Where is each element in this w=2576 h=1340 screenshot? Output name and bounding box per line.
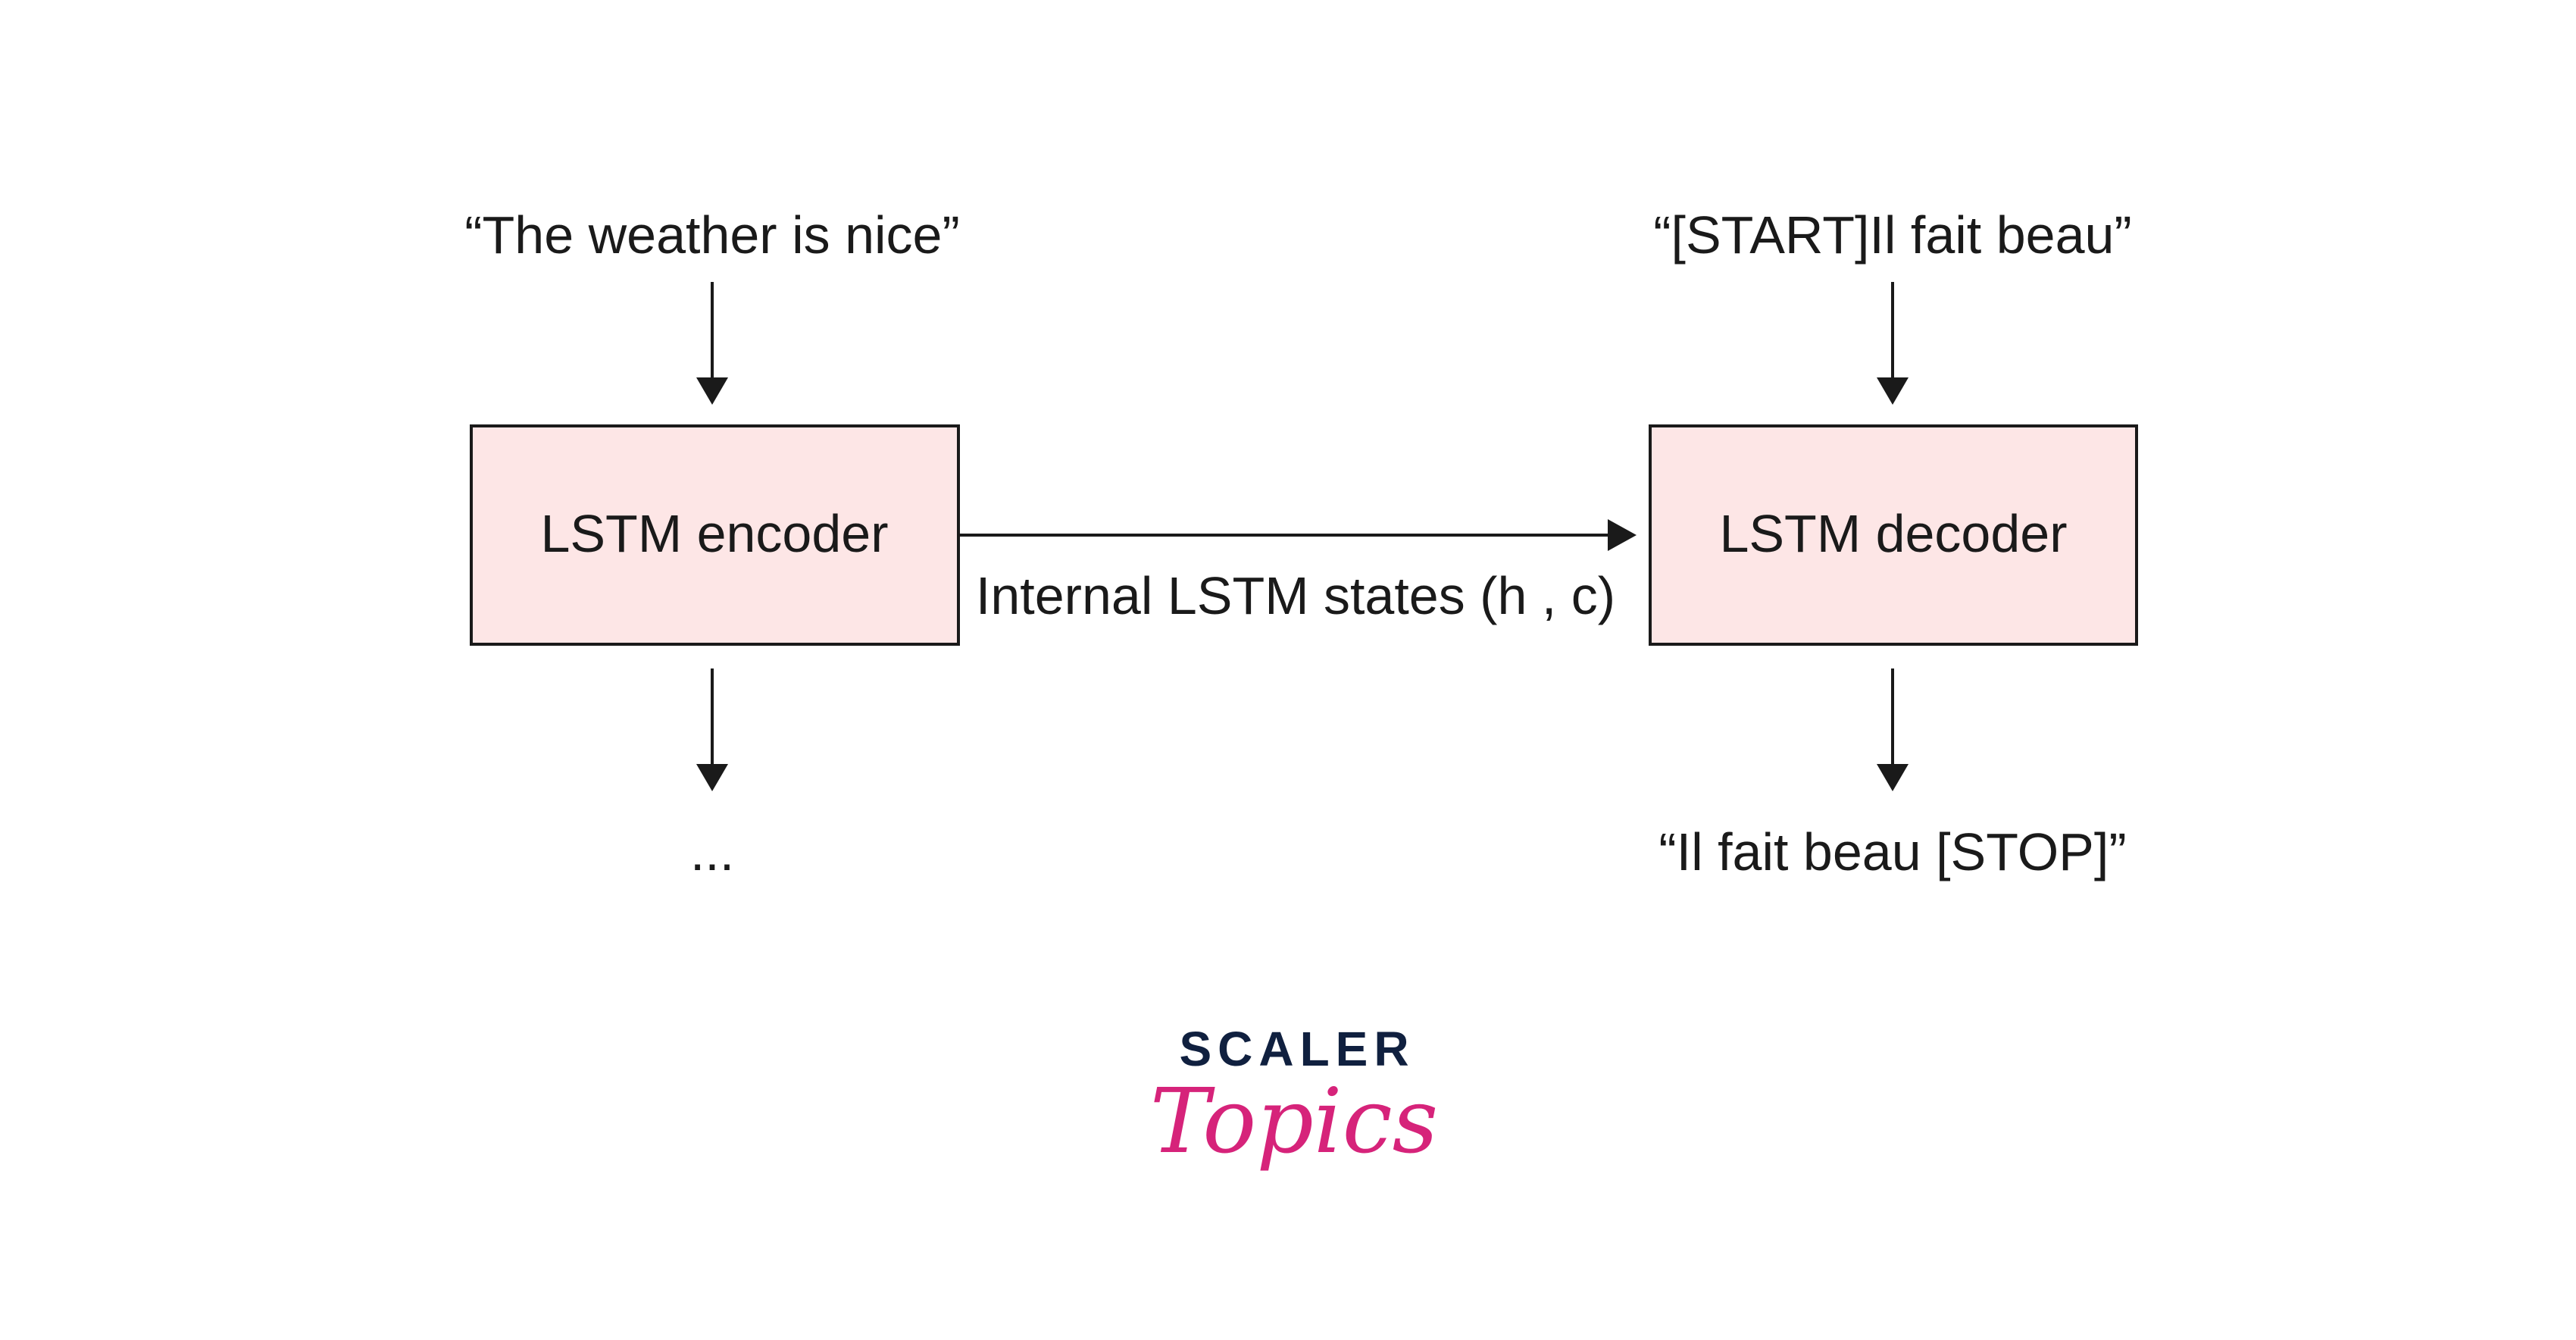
encoder-label: LSTM encoder [540,504,888,563]
encoder-box [470,424,960,646]
arrow-input-to-encoder [696,282,728,405]
decoder-box [1649,424,2138,646]
arrow-decoder-to-output [1877,668,1909,791]
decoder-output-text: “Il fait beau [STOP]” [1658,822,2126,881]
logo-product-text: Topics [1150,1069,1439,1173]
encoder-node: LSTM encoder [470,424,960,646]
arrow-encoder-to-output [696,668,728,791]
decoder-node: LSTM decoder [1649,424,2138,646]
internal-states-label: Internal LSTM states (h , c) [976,566,1615,625]
decoder-input-text: “[START]Il fait beau” [1653,205,2132,265]
logo-brand-text: SCALER [1179,1022,1415,1076]
arrow-input-to-decoder [1877,282,1909,405]
decoder-label: LSTM decoder [1719,504,2067,563]
scaler-topics-logo: SCALER Topics [1150,1022,1439,1173]
encoder-input-text: “The weather is nice” [464,205,960,265]
encoder-output-text: ... [690,822,734,881]
arrow-encoder-to-decoder [958,519,1637,551]
